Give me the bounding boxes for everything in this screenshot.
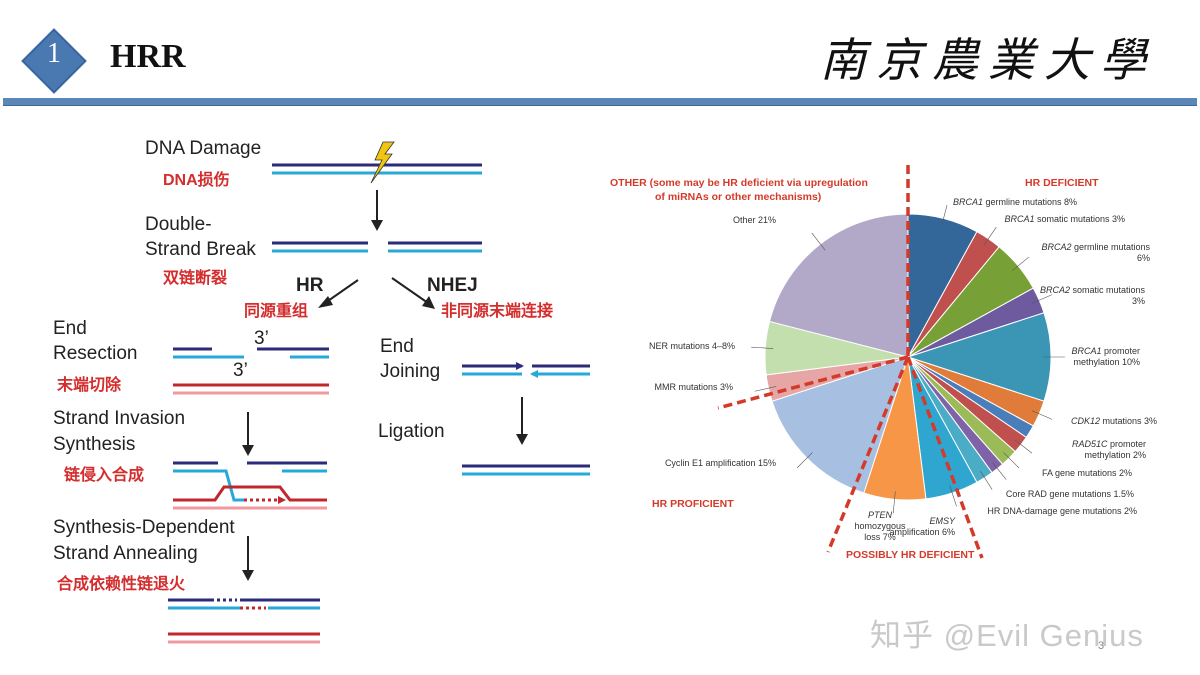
cat-hr-deficient: HR DEFICIENT: [1025, 177, 1099, 189]
pie-slice-label: homozygous: [854, 521, 906, 531]
label-sdsa-2: Strand Annealing: [53, 543, 198, 564]
pie-slice-label: methylation 2%: [1084, 450, 1146, 460]
pie-leader-line: [751, 346, 774, 349]
pie-leader-line: [811, 232, 826, 251]
label-hr: HR: [296, 275, 324, 296]
pie-slice-label: BRCA2 germline mutations: [1041, 242, 1150, 252]
label-strand-invasion-2: Synthesis: [53, 434, 136, 455]
header-bar: [3, 98, 1197, 106]
pie-leader-line: [754, 386, 777, 392]
label-ligation: Ligation: [378, 421, 445, 442]
label-end-joining-2: Joining: [380, 361, 441, 382]
label-end-resection-zh: 末端切除: [57, 377, 122, 394]
pie-leader-line: [983, 226, 997, 246]
pie-slice-label: Other 21%: [733, 215, 776, 225]
label-end-resection-1: End: [53, 318, 87, 339]
arrow-hr-icon: [318, 296, 333, 308]
category-divider: [717, 355, 909, 410]
label-dsb-1: Double-: [145, 214, 212, 235]
pie-leader-line: [1011, 256, 1030, 272]
pie-slice-label: amplification 6%: [889, 527, 955, 537]
cat-hr-proficient: HR PROFICIENT: [652, 498, 734, 510]
pie-leader-line: [992, 462, 1007, 480]
pie-slice-label: 3%: [1132, 296, 1145, 306]
pie-leader-line: [941, 204, 948, 227]
pie-slice-label: CDK12 mutations 3%: [1071, 416, 1157, 426]
pie-leader-line: [1003, 452, 1020, 469]
label-nhej-zh: 非同源末端连接: [441, 303, 554, 320]
label-3prime-bottom: 3’: [233, 360, 248, 381]
section-badge: [17, 24, 91, 98]
pie-leader-line: [980, 470, 993, 490]
label-nhej: NHEJ: [427, 275, 478, 296]
pie-slice-label: NER mutations 4–8%: [649, 341, 735, 351]
pie-slice-label: 6%: [1137, 253, 1150, 263]
pie-slice-label: loss 7%: [864, 532, 896, 542]
pie-slice-label: EMSY: [929, 516, 956, 526]
pie-slice-label: PTEN: [868, 510, 893, 520]
pie-leader-line: [892, 491, 896, 514]
cat-other-line2: of miRNAs or other mechanisms): [655, 191, 821, 203]
cat-possibly-hr-deficient: POSSIBLY HR DEFICIENT: [846, 549, 975, 561]
pie-slice-label: MMR mutations 3%: [654, 382, 733, 392]
label-hr-zh: 同源重组: [244, 303, 309, 320]
pie-leader-line: [1031, 294, 1053, 304]
pie-leader-line: [949, 485, 957, 507]
pie-leader-line: [1014, 439, 1033, 454]
label-end-joining-1: End: [380, 336, 414, 357]
pie-slice-label: BRCA1 promoter: [1071, 346, 1140, 356]
pie-slice-label: BRCA1 germline mutations 8%: [953, 197, 1077, 207]
label-strand-invasion-zh: 链侵入合成: [64, 467, 145, 484]
label-dsb-2: Strand Break: [145, 239, 256, 260]
label-3prime-top: 3’: [254, 328, 269, 349]
label-sdsa-1: Synthesis-Dependent: [53, 517, 235, 538]
label-dna-damage-zh: DNA损伤: [163, 172, 230, 189]
section-number: 1: [47, 38, 61, 69]
label-dsb-zh: 双链断裂: [163, 270, 228, 287]
university-logo: 南京農業大學: [820, 33, 1156, 87]
pie-slice-label: FA gene mutations 2%: [1042, 468, 1132, 478]
pie-slice-label: RAD51C promoter: [1072, 439, 1146, 449]
cat-other-line1: OTHER (some may be HR deficient via upre…: [610, 177, 868, 189]
page-title: HRR: [110, 38, 186, 75]
page-number: 3: [1098, 640, 1105, 652]
pie-slice-label: BRCA1 somatic mutations 3%: [1004, 214, 1125, 224]
label-dna-damage: DNA Damage: [145, 138, 262, 159]
category-divider: [906, 356, 984, 559]
watermark: 知乎 @Evil Genius: [870, 618, 1144, 653]
pie-leader-line: [1031, 410, 1053, 420]
pie-slice-label: BRCA2 somatic mutations: [1040, 285, 1146, 295]
label-strand-invasion-1: Strand Invasion: [53, 408, 186, 429]
label-sdsa-zh: 合成依赖性链退火: [57, 576, 186, 593]
pie-slice-label: Cyclin E1 amplification 15%: [665, 458, 776, 468]
pie-slice-label: Core RAD gene mutations 1.5%: [1006, 489, 1134, 499]
arrow-down-icon: [371, 220, 383, 231]
pie-slice-label: HR DNA-damage gene mutations 2%: [987, 506, 1137, 516]
pie-leader-line: [796, 452, 813, 469]
arrow-nhej-icon: [422, 296, 435, 309]
lightning-icon: [370, 141, 395, 184]
pie-slice-label: methylation 10%: [1073, 357, 1140, 367]
label-end-resection-2: Resection: [53, 343, 138, 364]
category-divider: [826, 356, 910, 553]
